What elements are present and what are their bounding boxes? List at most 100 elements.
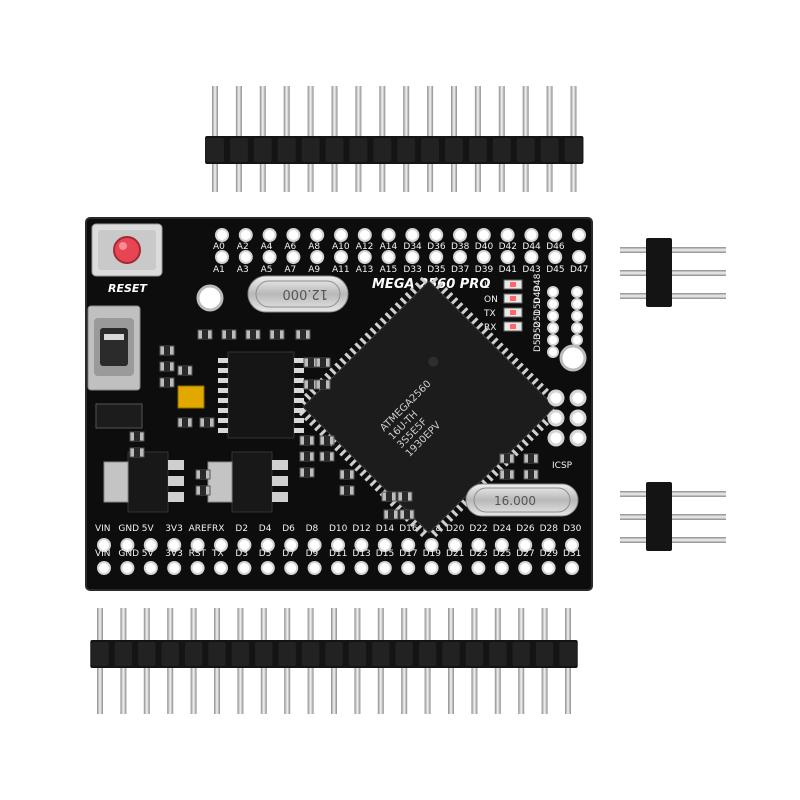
pad-hole [494, 561, 509, 575]
header-segment [301, 138, 320, 162]
crystal-16mhz: 16.000 [465, 483, 579, 517]
smd-body [528, 454, 534, 463]
pad-hole [571, 298, 583, 310]
pad-hole [381, 250, 396, 264]
led-dot [510, 282, 516, 287]
pin-label: VIN [95, 524, 111, 534]
header-segment [161, 642, 179, 666]
header-segment [489, 642, 507, 666]
pad-hole [357, 250, 372, 264]
pin-label: AREF [189, 524, 212, 534]
chip-pin [440, 287, 449, 295]
smd-body [164, 346, 170, 355]
uart-pin [294, 408, 304, 413]
pad-hole [377, 538, 392, 552]
smd-body [320, 380, 326, 389]
chip-pin [430, 529, 439, 538]
led-dot [510, 310, 516, 315]
chip-pin [303, 392, 312, 401]
header-segment [540, 138, 559, 162]
pad-hole [476, 228, 491, 242]
pin-label: RX [212, 524, 224, 534]
pin-label: A8 [308, 242, 320, 252]
right-pad-column [547, 286, 583, 358]
pad-hole [286, 228, 301, 242]
chip-pin [349, 458, 358, 467]
pin-label: D33 [403, 265, 421, 275]
pad-hole [471, 538, 486, 552]
header-plastic [205, 136, 584, 164]
smd-body [504, 454, 510, 463]
uart-pin [294, 428, 304, 433]
header-segment [255, 642, 273, 666]
chip-pin [450, 509, 459, 517]
chip-pin [309, 387, 317, 396]
pad-hole [284, 538, 299, 552]
pad-hole [547, 310, 559, 322]
reset-button [91, 223, 163, 277]
pin-label: D26 [516, 524, 535, 534]
pad-hole [565, 561, 579, 575]
pin-label: D45 [546, 265, 564, 275]
icsp-pad [547, 389, 565, 407]
pad-hole [284, 561, 299, 575]
pin-label: D53 [533, 334, 543, 352]
pad-hole [494, 538, 509, 552]
chip-pin [435, 524, 444, 533]
pin-label: D40 [475, 242, 494, 252]
uart-pin [294, 398, 304, 403]
pin-label: D29 [540, 549, 559, 559]
chip-pin [531, 377, 539, 386]
chip-pin [389, 307, 398, 315]
chip-pin [500, 347, 509, 356]
pin-label: D22 [469, 524, 487, 534]
smd-body [202, 330, 208, 339]
header-plastic [646, 482, 672, 551]
chip-pin [445, 292, 454, 300]
chip-pin [516, 362, 524, 371]
header-segment [184, 642, 203, 666]
chip-pin [470, 317, 479, 325]
pin-label: D20 [446, 524, 465, 534]
pad-hole [237, 538, 252, 552]
pad-hole [331, 561, 345, 575]
pin-label: D23 [469, 549, 487, 559]
pad-hole [571, 286, 583, 298]
pad-hole [215, 250, 229, 264]
crystal-12mhz: 12.000 [247, 275, 349, 313]
smd-body [274, 330, 280, 339]
chip-pin [354, 463, 363, 472]
led-label: TX [483, 309, 496, 319]
pad-hole [500, 250, 515, 264]
chip-pin [511, 357, 519, 366]
header-pin [620, 293, 726, 299]
pad-hole [307, 561, 322, 575]
chip-pin [354, 342, 363, 351]
header-segment [372, 642, 390, 666]
pin-label: D9 [306, 549, 319, 559]
led-label: L [484, 281, 489, 291]
smd-body [308, 380, 314, 389]
header-segment [114, 642, 133, 666]
chip-pin [495, 342, 504, 351]
header-segment [253, 138, 272, 162]
header-pin [620, 491, 726, 497]
pin-label: GND [118, 549, 139, 559]
pin-label: D10 [329, 524, 348, 534]
chip-pin [526, 433, 534, 442]
uart-pin [218, 428, 228, 433]
header-segment [208, 642, 226, 666]
pad-hole [548, 228, 563, 242]
pad-hole [357, 228, 372, 242]
pin-label: D17 [399, 549, 417, 559]
chip-pin [379, 317, 388, 325]
header-segment [348, 642, 367, 666]
pad-hole [547, 286, 559, 298]
pad-hole [310, 250, 325, 264]
pin-label: D6 [282, 524, 295, 534]
header-segment [373, 138, 392, 162]
chip-pin [480, 327, 489, 336]
pin-label: D31 [563, 549, 581, 559]
pad-hole [565, 538, 579, 552]
smd-body [344, 486, 350, 495]
